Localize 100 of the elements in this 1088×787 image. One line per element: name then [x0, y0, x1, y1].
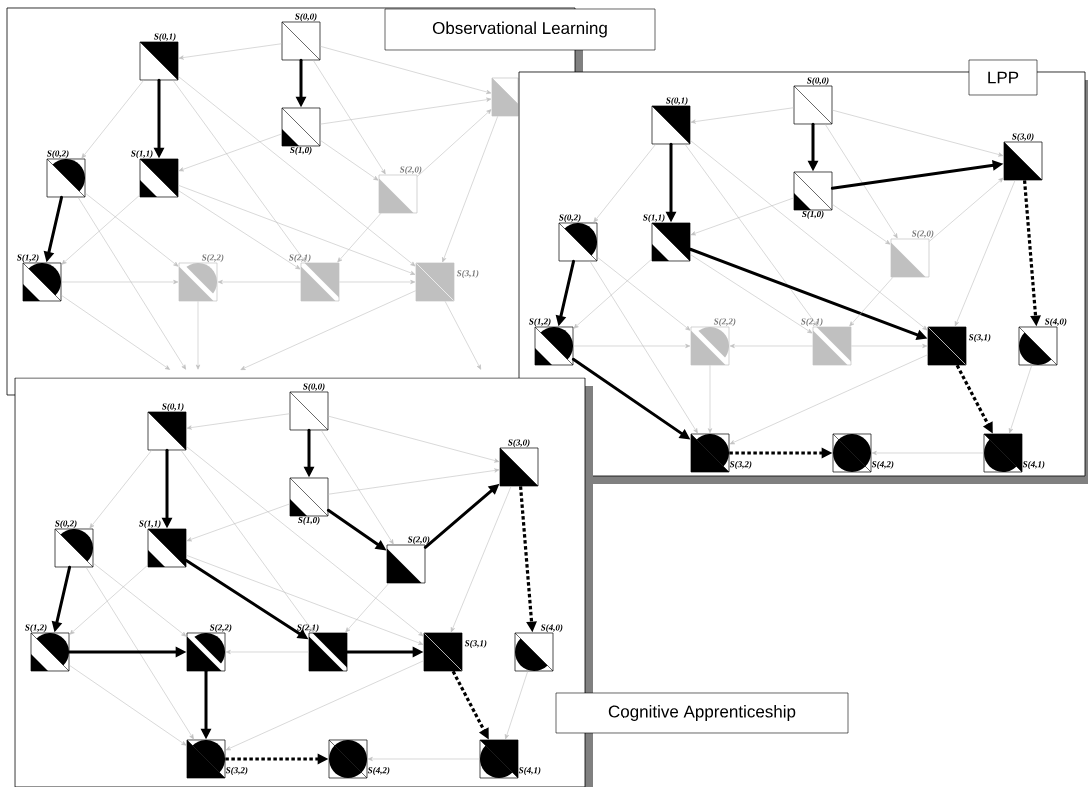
state-square: S(2,0): [378, 166, 422, 214]
state-square: S(3,1): [415, 262, 479, 302]
arrow: [337, 213, 382, 263]
state-square: S(1,0): [289, 477, 329, 525]
state-square: S(2,2): [178, 254, 224, 302]
arrow: [690, 140, 928, 331]
state-square: S(0,1): [147, 403, 187, 451]
node-label: S(3,2): [225, 766, 248, 776]
arrow: [832, 109, 1004, 157]
arrow: [69, 664, 187, 746]
node-label: S(3,2): [729, 460, 752, 470]
arrow: [690, 107, 794, 124]
arrow: [61, 279, 179, 285]
arrow: [312, 60, 386, 175]
arrow: [504, 671, 528, 740]
arrow: [69, 564, 148, 635]
arrow: [684, 144, 818, 327]
state-square: S(3,2): [690, 433, 752, 473]
node-label: S(1,0): [290, 146, 312, 155]
arrow: [225, 649, 309, 655]
arrow: [178, 184, 416, 275]
arrow: [690, 254, 813, 334]
node-label: S(2,1): [297, 624, 319, 633]
arrow: [589, 261, 698, 434]
node-label: S(2,1): [801, 318, 823, 327]
arrow: [178, 190, 301, 270]
state-square: S(2,1): [801, 318, 852, 366]
arrow: [81, 80, 144, 159]
state-square: S(2,2): [186, 624, 232, 672]
node-label: S(1,1): [139, 520, 161, 529]
arrow: [573, 258, 652, 329]
arrow: [328, 415, 500, 463]
arrow: [320, 430, 394, 545]
arrow: [240, 290, 416, 370]
arrow: [597, 256, 691, 331]
arrow: [61, 194, 140, 265]
state-square: S(0,2): [46, 150, 86, 198]
node-label: S(0,2): [559, 214, 581, 223]
state-square: S(0,2): [54, 520, 94, 568]
state-square: S(3,1): [927, 326, 991, 366]
arrow: [929, 177, 1004, 242]
node-label: S(1,2): [529, 318, 551, 327]
node-label: S(4,1): [518, 766, 541, 776]
arrow: [178, 76, 416, 267]
node-label: S(4,2): [367, 766, 390, 776]
arrow: [832, 204, 891, 245]
arrow: [85, 567, 194, 740]
arrow: [89, 450, 152, 529]
arrow: [729, 354, 928, 445]
arrow: [93, 562, 187, 637]
node-label: S(0,2): [55, 520, 77, 529]
arrow: [417, 109, 492, 177]
state-square: S(2,1): [289, 254, 340, 302]
state-square: S(2,0): [386, 536, 430, 584]
state-square: S(1,1): [131, 150, 179, 198]
state-square: S(3,2): [186, 739, 248, 779]
arrow: [871, 450, 984, 456]
state-square: S(1,2): [529, 318, 574, 366]
arrow: [690, 197, 794, 236]
arrow: [450, 486, 512, 633]
arrow: [320, 140, 379, 181]
state-square: S(2,1): [297, 624, 348, 672]
node-label: S(3,1): [464, 639, 487, 649]
state-square: S(4,1): [479, 739, 541, 779]
arrow: [225, 660, 424, 751]
arrow: [61, 294, 170, 370]
arrow: [345, 583, 390, 633]
arrow: [444, 301, 482, 370]
state-square: S(2,0): [890, 230, 934, 278]
arrow: [180, 450, 314, 633]
node-label: S(4,1): [1022, 460, 1045, 470]
arrow: [442, 116, 498, 263]
state-square: S(4,0): [514, 624, 563, 672]
arrow: [186, 554, 424, 645]
state-square: S(0,1): [139, 33, 179, 81]
node-label: S(0,1): [154, 33, 176, 42]
arrow: [85, 192, 179, 267]
arrow: [1008, 365, 1032, 434]
node-label: S(4,0): [1044, 318, 1067, 327]
node-label: S(2,2): [209, 624, 232, 633]
arrow: [186, 413, 290, 430]
node-label: S(4,2): [871, 460, 894, 470]
arrow: [824, 124, 898, 239]
node-label: S(1,2): [25, 624, 47, 633]
arrow: [186, 446, 424, 637]
node-label: S(0,1): [666, 97, 688, 106]
state-square: S(1,0): [281, 107, 321, 155]
arrow: [849, 277, 894, 327]
state-square: S(2,2): [690, 318, 736, 366]
state-square: S(4,0): [1018, 318, 1067, 366]
arrow: [178, 43, 282, 60]
arrow: [328, 468, 500, 495]
state-square: S(1,2): [17, 254, 62, 302]
node-label: S(0,0): [807, 77, 829, 86]
state-square: S(0,0): [281, 13, 321, 61]
arrow: [339, 279, 416, 285]
state-square: S(1,0): [793, 171, 833, 219]
node-label: S(1,0): [298, 516, 320, 525]
node-label: S(2,0): [407, 536, 430, 545]
arrow: [195, 301, 201, 370]
